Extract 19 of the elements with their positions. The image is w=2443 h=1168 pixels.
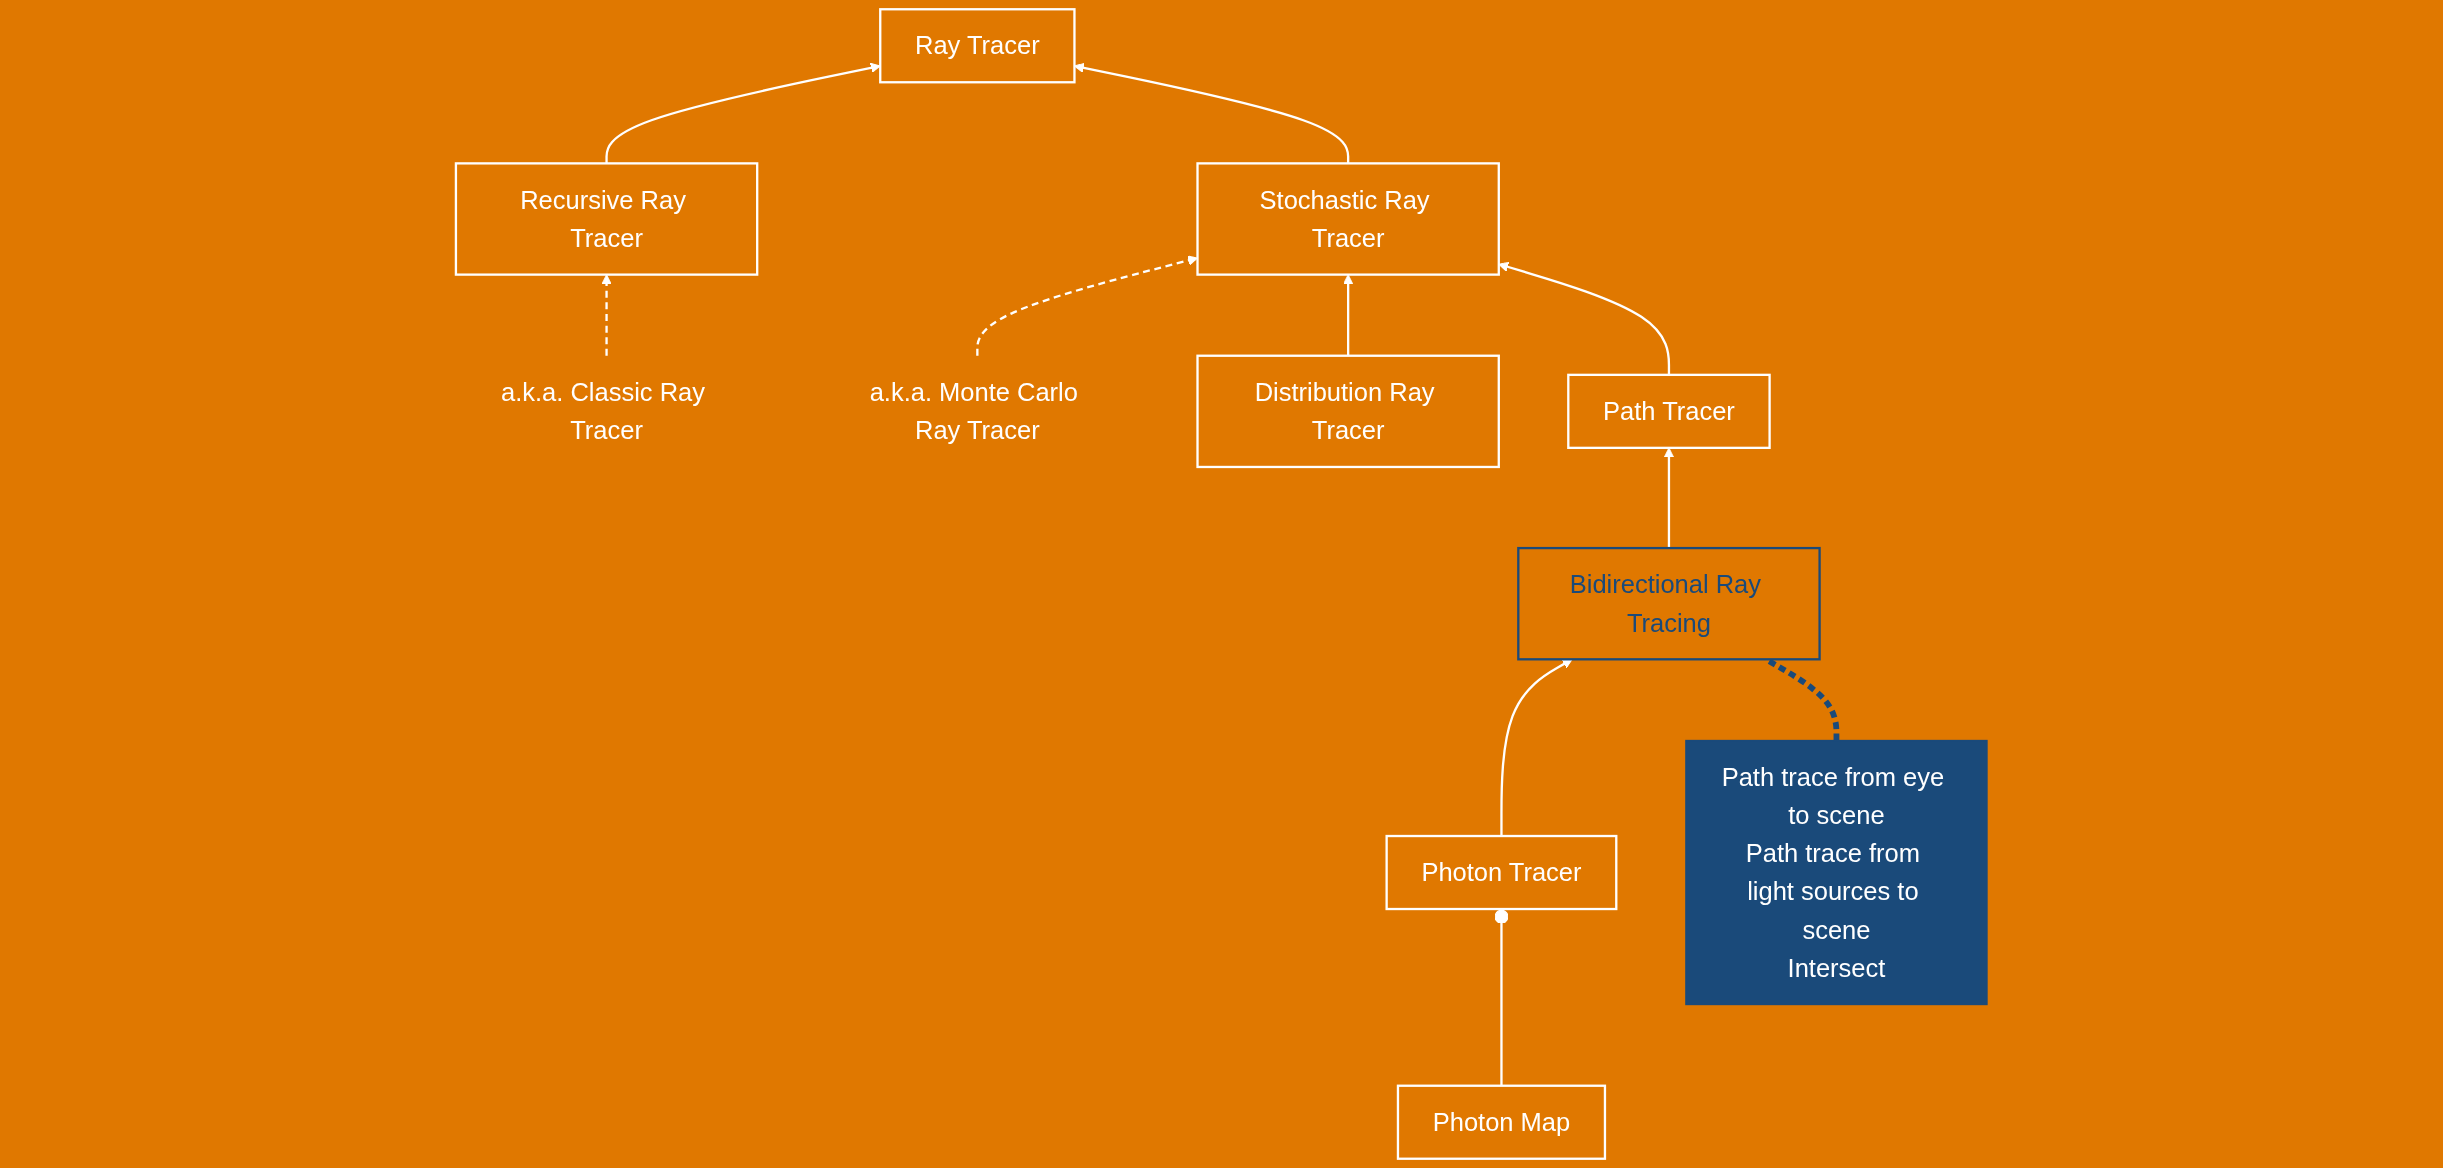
node-box: Photon Tracer — [1385, 834, 1618, 911]
node-box: Path trace from eye to scene Path trace from light sources to scene Intersect — [1685, 739, 1988, 1006]
arrow — [1343, 274, 1354, 356]
node-box: Distribution Ray Tracer — [1196, 354, 1500, 469]
node-box: Photon Map — [1396, 1084, 1607, 1160]
arrow — [1498, 261, 1671, 375]
connector — [1494, 909, 1509, 1086]
arrow — [1074, 62, 1350, 164]
node-box: Bidirectional Ray Tracing — [1517, 546, 1821, 661]
arrow — [605, 62, 881, 164]
node-text: a.k.a. Monte Carlo Ray Tracer — [869, 377, 1078, 445]
arrow — [1663, 447, 1675, 549]
node-box: Path Tracer — [1567, 373, 1771, 449]
node-box: Stochastic Ray Tracer — [1196, 162, 1500, 276]
node-box: Recursive Ray Tracer — [454, 162, 759, 276]
node-text: a.k.a. Classic Ray Tracer — [501, 377, 706, 445]
arrow — [976, 255, 1198, 356]
arrow — [601, 274, 612, 356]
node-box: Ray Tracer — [879, 8, 1076, 84]
